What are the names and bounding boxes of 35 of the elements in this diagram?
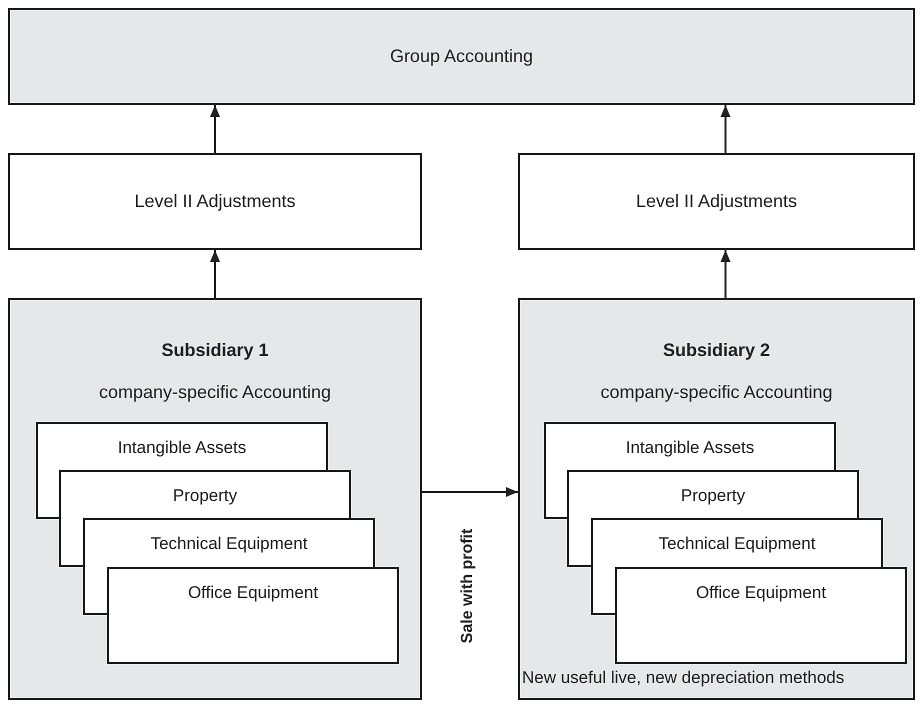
panel-heading: Subsidiary 1 bbox=[161, 340, 269, 361]
box-label: Technical Equipment bbox=[658, 534, 816, 554]
arrow bbox=[720, 105, 730, 153]
box-label: Group Accounting bbox=[390, 46, 534, 67]
note-text: New useful live, new depreciation methods bbox=[522, 668, 846, 688]
asset-card bbox=[83, 518, 375, 567]
asset-card bbox=[591, 518, 883, 567]
box-label: Technical Equipment bbox=[150, 534, 308, 554]
asset-card bbox=[615, 567, 907, 664]
subsidiary-panel bbox=[518, 298, 915, 700]
arrow bbox=[210, 105, 220, 153]
asset-card bbox=[567, 470, 859, 518]
panel-heading: Subsidiary 2 bbox=[662, 340, 770, 361]
arrow bbox=[720, 250, 730, 298]
edge-label: Sale with profit bbox=[459, 528, 477, 644]
box-label: Intangible Assets bbox=[118, 438, 246, 458]
box-label: Level II Adjustments bbox=[636, 191, 798, 212]
box-label: Property bbox=[172, 486, 238, 506]
box-label: Office Equipment bbox=[696, 583, 826, 603]
asset-card bbox=[107, 567, 399, 664]
asset-card bbox=[59, 470, 351, 518]
arrow bbox=[422, 487, 518, 497]
panel-subheading: company-specific Accounting bbox=[600, 382, 833, 403]
box-label: Level II Adjustments bbox=[134, 191, 296, 212]
asset-card bbox=[544, 422, 836, 470]
panel-subheading: company-specific Accounting bbox=[98, 382, 332, 403]
arrow bbox=[210, 250, 220, 298]
box-label: Office Equipment bbox=[188, 583, 318, 603]
box-label: Property bbox=[680, 486, 746, 506]
subsidiary-panel bbox=[8, 298, 422, 700]
box-label: Intangible Assets bbox=[626, 438, 754, 458]
process-box bbox=[518, 153, 915, 250]
process-box bbox=[8, 8, 915, 105]
asset-card bbox=[36, 422, 328, 470]
process-box bbox=[8, 153, 422, 250]
